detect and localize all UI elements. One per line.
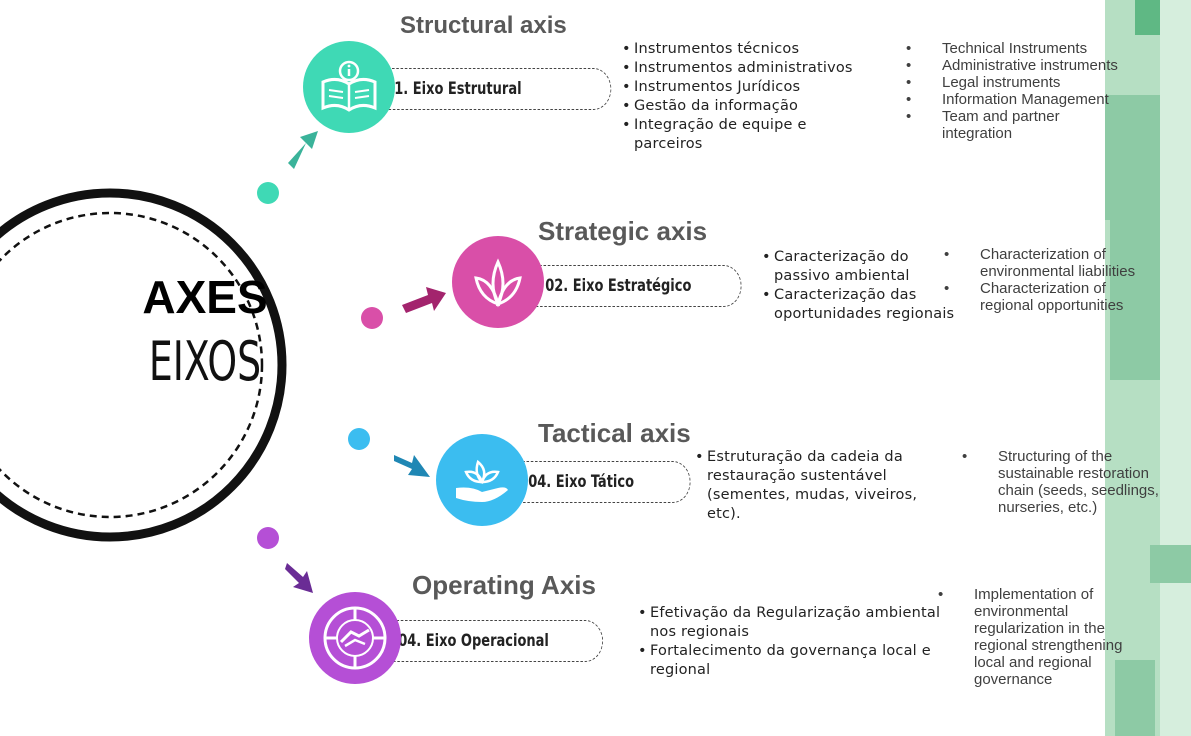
list-en-strategic: Characterization of environmental liabil…: [944, 246, 1140, 314]
decor-stripe: [1150, 545, 1191, 583]
arrow-operating: [285, 563, 313, 593]
list-en-tactical: Structuring of the sustainable restorati…: [962, 448, 1188, 516]
list-item: Team and partner integration: [906, 108, 1092, 142]
list-item: Administrative instruments: [906, 57, 1172, 74]
list-item: Implementation of environmental regulari…: [938, 586, 1144, 688]
axis-title-tactical: Tactical axis: [538, 418, 691, 448]
list-item: Instrumentos técnicos: [622, 40, 904, 59]
list-pt-operating: Efetivação da Regularização ambiental no…: [636, 604, 950, 680]
list-item: Information Management: [906, 91, 1172, 108]
arrow-strategic: [402, 287, 446, 313]
axis-icon-circle-tactical: [436, 434, 528, 526]
axis-title-operating: Operating Axis: [412, 570, 596, 600]
axis-icon-circle-strategic: [452, 236, 544, 328]
list-pt-strategic: Caracterização do passivo ambiental Cara…: [760, 248, 964, 324]
connector-dot-structural: [257, 182, 279, 204]
axis-title-structural: Structural axis: [400, 12, 567, 39]
pill-tactical: 04. Eixo Tático: [518, 461, 691, 503]
list-item: Efetivação da Regularização ambiental no…: [638, 604, 950, 642]
list-en-structural: Technical Instruments Administrative ins…: [906, 40, 1172, 142]
arrow-structural: [288, 131, 318, 169]
connector-dot-operating: [257, 527, 279, 549]
pill-structural: 01. Eixo Estrutural: [375, 68, 612, 110]
list-item: Legal instruments: [906, 74, 1172, 91]
center-title-en: AXES: [142, 271, 268, 323]
list-item: Characterization of regional opportuniti…: [944, 280, 1140, 314]
arrow-tactical: [394, 455, 430, 477]
list-pt-tactical: Estruturação da cadeia da restauração su…: [693, 448, 947, 524]
axis-icon-circle-operating: [309, 592, 401, 684]
list-item: Gestão da informação: [622, 97, 904, 116]
axis-icon-circle-structural: [303, 41, 395, 133]
list-pt-structural: Instrumentos técnicos Instrumentos admin…: [620, 40, 904, 154]
list-item: Estruturação da cadeia da restauração su…: [695, 448, 947, 524]
connector-dot-strategic: [361, 307, 383, 329]
decor-stripe: [1160, 0, 1191, 736]
book-info-icon: [321, 60, 377, 112]
leaves-icon: [474, 258, 522, 308]
center-title-pt: EIXOS: [148, 330, 262, 393]
handshake-icon: [323, 606, 387, 670]
pill-operating: 04. Eixo Operacional: [388, 620, 604, 662]
list-item: Caracterização das oportunidades regiona…: [762, 286, 964, 324]
list-item: Characterization of environmental liabil…: [944, 246, 1140, 280]
main-ring: [0, 188, 287, 542]
list-item: Caracterização do passivo ambiental: [762, 248, 964, 286]
list-item: Technical Instruments: [906, 40, 1172, 57]
list-item: Instrumentos administrativos: [622, 59, 904, 78]
list-en-operating: Implementation of environmental regulari…: [938, 586, 1144, 688]
list-item: Fortalecimento da governança local e reg…: [638, 642, 950, 680]
list-item: Structuring of the sustainable restorati…: [962, 448, 1188, 516]
list-item: Instrumentos Jurídicos: [622, 78, 904, 97]
axis-title-strategic: Strategic axis: [538, 216, 708, 246]
list-item: Integração de equipe e parceiros: [622, 116, 864, 154]
connector-dot-tactical: [348, 428, 370, 450]
hand-plant-icon: [456, 459, 508, 502]
pill-strategic: 02. Eixo Estratégico: [535, 265, 742, 307]
